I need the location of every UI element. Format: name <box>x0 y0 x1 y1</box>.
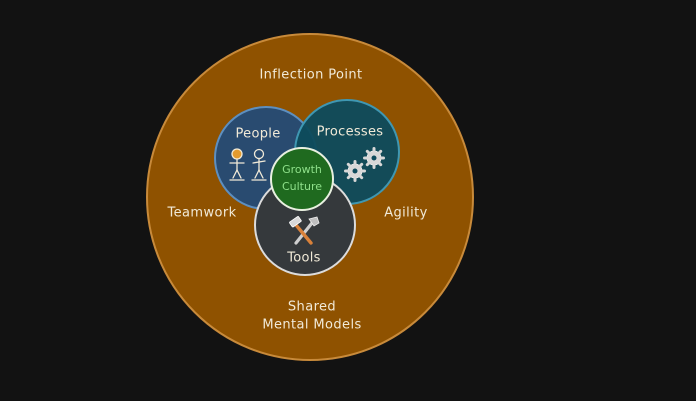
left-label: Teamwork <box>166 206 236 221</box>
tools-label: Tools <box>286 251 321 266</box>
gear-holes <box>352 155 377 174</box>
growth-culture-circle <box>270 147 334 211</box>
stick-figures-icon <box>229 148 267 181</box>
bottom-label-line2: Mental Models <box>262 318 361 333</box>
processes-label: Processes <box>317 125 384 140</box>
gear-teeth <box>344 147 385 182</box>
core-label-line2: Culture <box>282 180 322 193</box>
right-label: Agility <box>384 206 428 221</box>
core-label-line1: Growth <box>282 163 322 176</box>
outer-label: Inflection Point <box>259 68 362 83</box>
bottom-label-line1: Shared <box>288 300 336 315</box>
people-label: People <box>236 127 281 142</box>
hammer-wrench-icon <box>289 216 320 245</box>
